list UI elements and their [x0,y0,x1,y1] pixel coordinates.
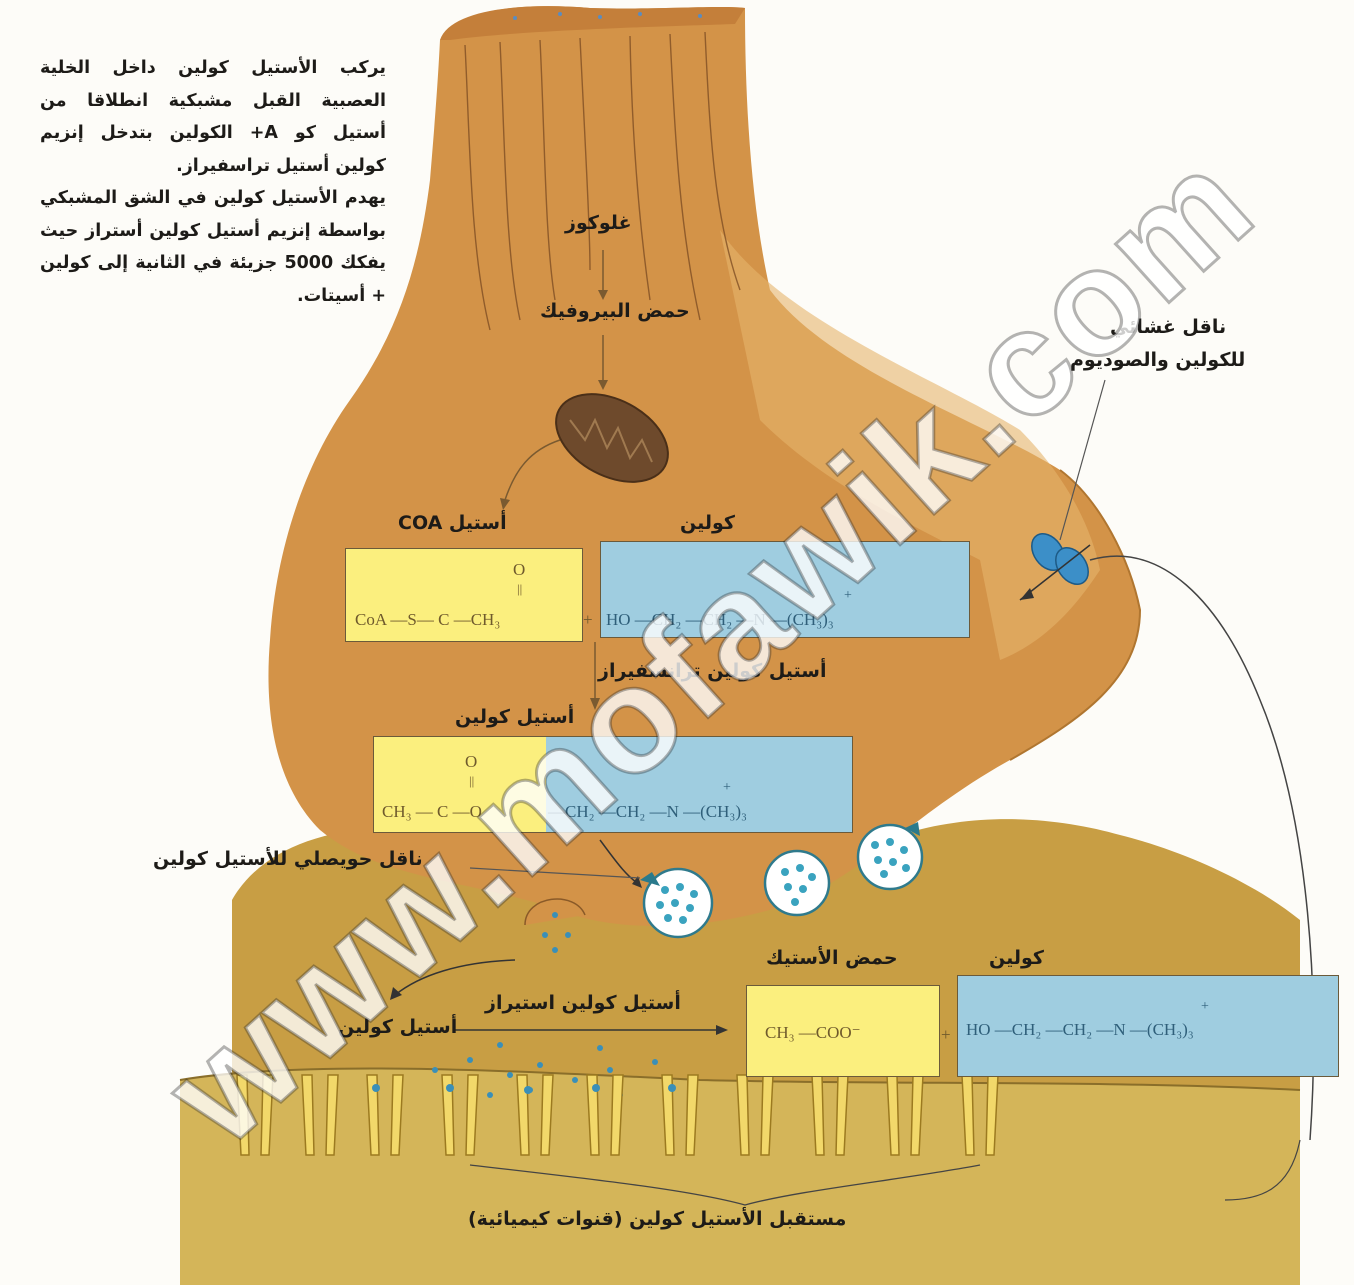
intro-text: يركب الأستيل كولين داخل الخلية العصبية ا… [40,52,386,312]
label-esterase: أستيل كولين استيراز [485,992,681,1014]
label-vesicular-transporter: ناقل حويصلي للأستيل كولين [153,848,423,870]
label-transporter-1: ناقل غشائي [1110,316,1226,338]
charge-3: + [1201,999,1209,1015]
charge-1: + [844,588,852,604]
label-transferase: أستيل كولين ترانسفيراز [598,660,826,682]
label-transporter-2: للكولين والصوديوم [1070,349,1245,371]
acetylcholine-formula-blue: —CH₂ —CH₂ —N —(CH₃)₃ [548,802,747,822]
acetyl-coa-formula: CoA —S— C —CH₃ [355,610,500,630]
label-choline-top: كولين [680,512,735,534]
carbonyl-o-2: O [465,752,477,772]
label-acetic-acid: حمض الأستيك [766,947,898,969]
label-glucose: غلوكوز [565,212,632,234]
intro-synthesis: يركب الأستيل كولين داخل الخلية العصبية ا… [40,52,386,182]
carbonyl-bond-1: || [517,581,522,597]
vesicle-2 [765,851,829,915]
label-pyruvic-acid: حمض البيروفيك [540,300,690,322]
carbonyl-bond-2: || [469,773,474,789]
label-choline-bottom: كولين [989,947,1044,969]
label-acetylcholine-top: أستيل كولين [455,706,574,728]
choline-formula-top: HO —CH₂ —CH₂ —N —(CH₃)₃ [606,610,834,630]
acetylcholine-formula-yellow: CH₃ — C —O [382,802,482,822]
label-receptor: مستقبل الأستيل كولين (قنوات كيميائية) [468,1208,846,1230]
acetate-formula: CH₃ —COO⁻ [765,1023,861,1043]
choline-formula-bottom: HO —CH₂ —CH₂ —N —(CH₃)₃ [966,1020,1194,1040]
carbonyl-o-1: O [513,560,525,580]
label-acetylcholine-bottom: أستيل كولين [338,1016,457,1038]
plus-1: + [583,610,593,630]
intro-degradation: يهدم الأستيل كولين في الشق المشبكي بواسط… [40,182,386,312]
label-acetyl-coa: أستيل COA [398,512,507,534]
charge-2: + [723,780,731,796]
plus-2: + [941,1025,951,1045]
